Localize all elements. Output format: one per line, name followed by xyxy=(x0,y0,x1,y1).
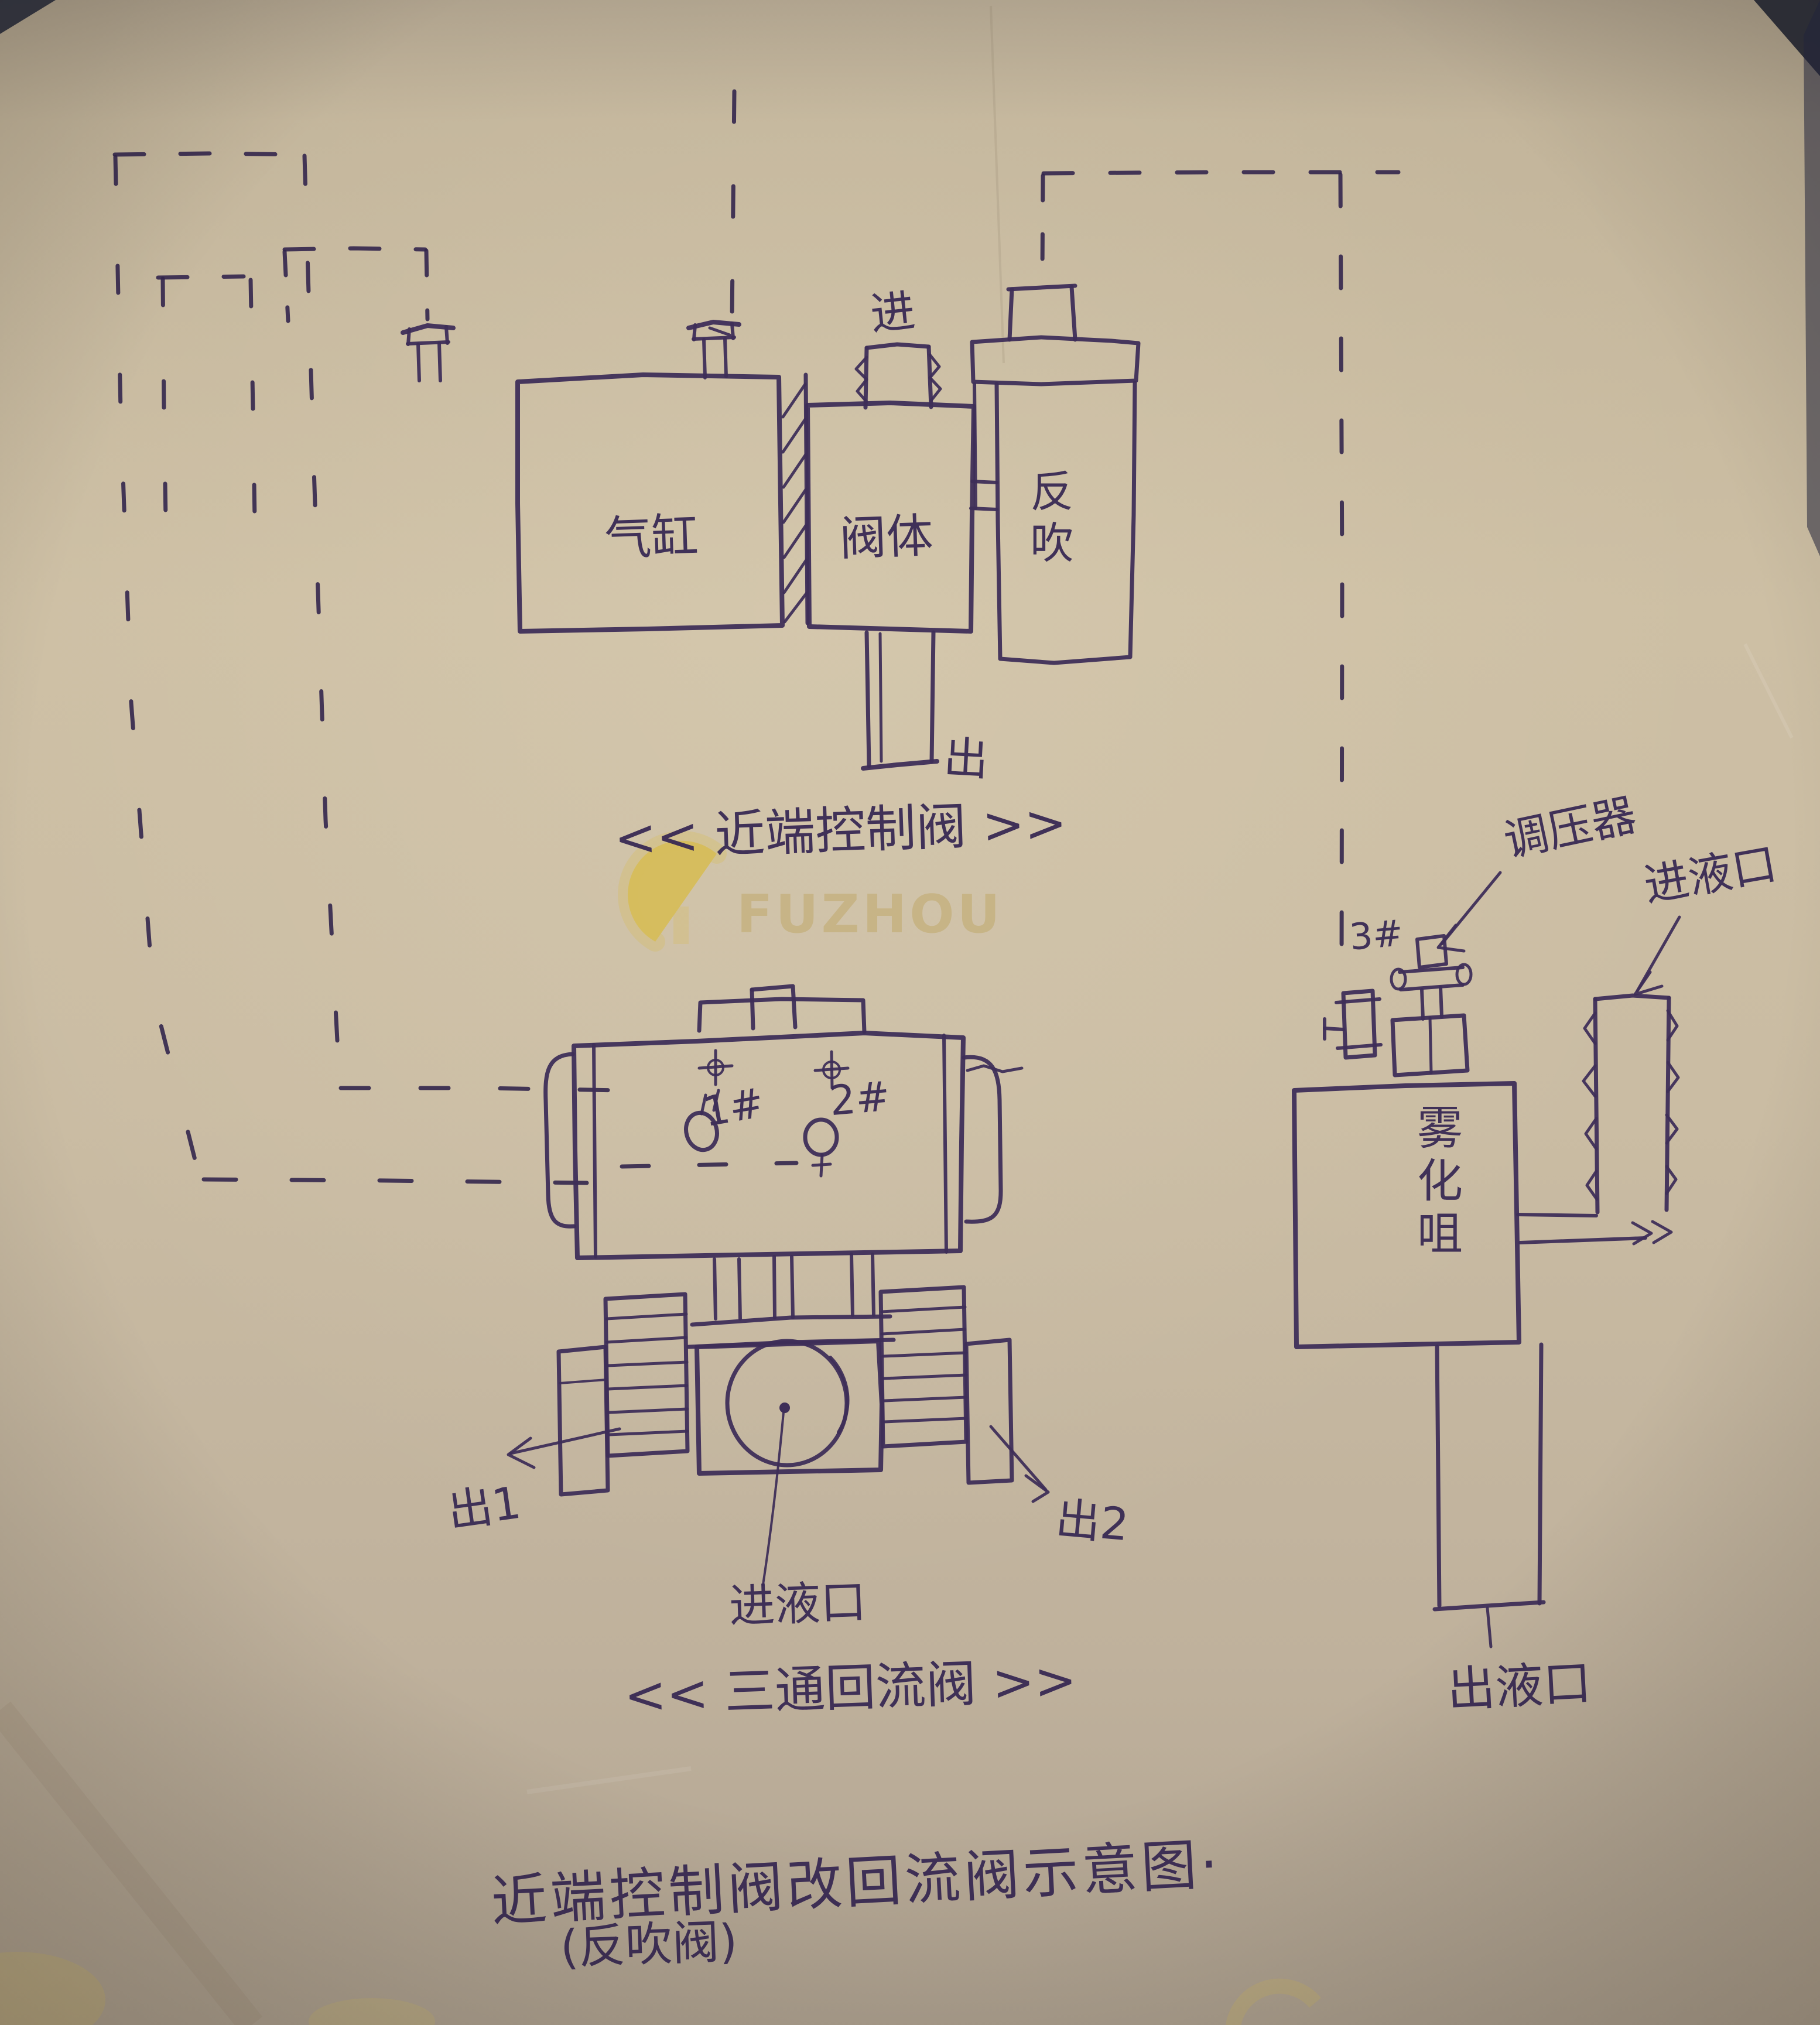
dark-right-edge xyxy=(1804,0,1820,556)
dark-corner-top-right xyxy=(1754,0,1820,76)
dark-corner-top-left xyxy=(0,0,56,34)
